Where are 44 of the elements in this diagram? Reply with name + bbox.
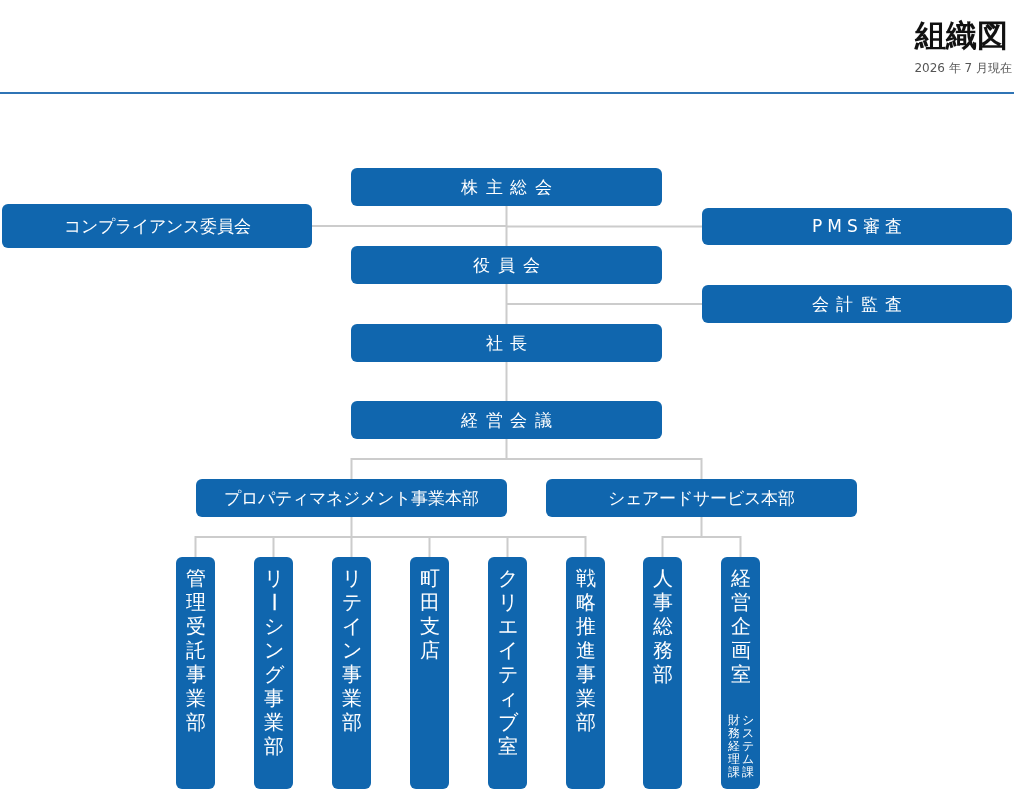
department-box bbox=[488, 557, 527, 789]
department-box bbox=[332, 557, 371, 789]
org-box bbox=[196, 479, 507, 517]
department-box bbox=[176, 557, 215, 789]
box-label: シェアードサービス本部 bbox=[608, 488, 795, 508]
department-box bbox=[643, 557, 682, 789]
box-label: 社長 bbox=[485, 333, 535, 353]
org-box bbox=[702, 208, 1012, 245]
box-label: クリエイティブ室 bbox=[496, 566, 519, 758]
department-box bbox=[254, 557, 293, 789]
org-box bbox=[546, 479, 857, 517]
connector-line bbox=[505, 283, 703, 325]
page-title: 組織図 bbox=[915, 18, 1008, 53]
box-label: 株主総会 bbox=[461, 177, 560, 197]
box-label: 経営企画室 bbox=[729, 566, 752, 686]
box-label: 人事総務部 bbox=[651, 566, 674, 686]
org-box bbox=[351, 246, 662, 284]
department-box bbox=[721, 557, 760, 789]
connector-line bbox=[194, 516, 587, 558]
org-box bbox=[351, 168, 662, 206]
department-box bbox=[566, 557, 605, 789]
box-label: リーシング事業部 bbox=[262, 566, 285, 758]
org-box bbox=[351, 401, 662, 439]
connector-line bbox=[661, 516, 742, 558]
box-label: 管理受託事業部 bbox=[184, 566, 207, 734]
box-label: 戦略推進事業部 bbox=[574, 566, 597, 734]
org-box bbox=[351, 324, 662, 362]
department-box bbox=[410, 557, 449, 789]
org-box bbox=[2, 204, 312, 248]
org-box bbox=[702, 285, 1012, 323]
sub-label: 財務経理課 bbox=[727, 714, 740, 779]
box-label: 会計監査 bbox=[811, 294, 911, 314]
box-label: 経営会議 bbox=[461, 410, 560, 430]
box-label: 役員会 bbox=[473, 255, 548, 275]
connector-line bbox=[311, 205, 703, 247]
connector-line bbox=[350, 438, 703, 480]
box-label: プロパティマネジメント事業本部 bbox=[224, 488, 479, 508]
box-label: 町田支店 bbox=[418, 566, 441, 662]
box-label: PMS審査 bbox=[811, 217, 908, 236]
box-label: リテイン事業部 bbox=[340, 566, 363, 734]
date-caption: 2026 年 7 月現在 bbox=[914, 62, 1012, 76]
sub-label: システム課 bbox=[741, 714, 754, 779]
connector-line bbox=[505, 361, 508, 402]
box-label: コンプライアンス委員会 bbox=[63, 216, 251, 236]
